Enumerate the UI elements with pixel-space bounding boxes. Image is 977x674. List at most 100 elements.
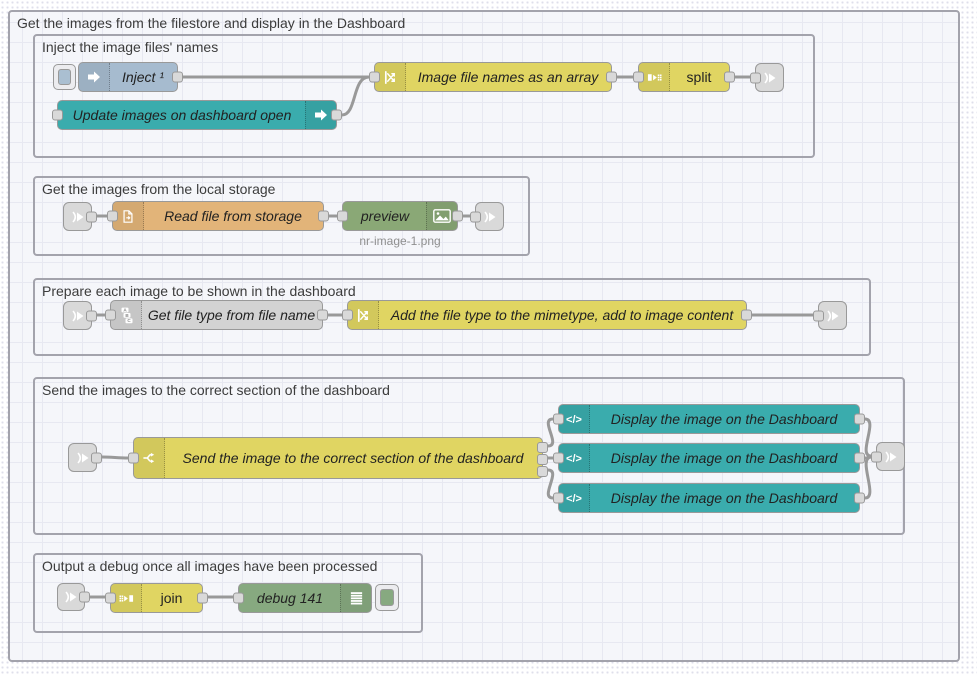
output-port-3[interactable] (537, 466, 548, 477)
wire[interactable] (340, 75, 371, 117)
ui-template-node-3[interactable]: </> Display the image on the Dashboard (553, 483, 865, 513)
node-status-text: nr-image-1.png (359, 234, 441, 248)
filetype-node[interactable]: A B C Get file type from file name (105, 300, 328, 330)
output-port[interactable] (741, 309, 752, 321)
wire[interactable] (100, 455, 130, 460)
output-port[interactable] (452, 210, 463, 222)
input-port[interactable] (813, 310, 824, 321)
switch-node[interactable]: Send the image to the correct section of… (128, 437, 548, 479)
input-port[interactable] (553, 452, 564, 464)
output-port-2[interactable] (537, 454, 548, 465)
link-in-node[interactable] (68, 443, 102, 472)
link-out-node[interactable] (813, 301, 847, 330)
input-port[interactable] (107, 210, 118, 222)
function-node-filenames-label: Image file names as an array (417, 69, 599, 85)
debug-list-icon (340, 584, 371, 612)
output-port[interactable] (724, 71, 735, 83)
group-debug[interactable]: Output a debug once all images have been… (33, 553, 423, 633)
output-port[interactable] (197, 592, 208, 604)
link-out-node[interactable] (750, 63, 784, 92)
input-port[interactable] (233, 592, 244, 604)
output-port[interactable] (79, 591, 90, 603)
ui-template-node-1-label: Display the image on the Dashboard (610, 411, 838, 427)
switch-icon (134, 438, 165, 478)
image-preview-node[interactable]: preview (337, 201, 463, 231)
output-port-1[interactable] (537, 442, 548, 453)
ui-template-node-3-label: Display the image on the Dashboard (610, 490, 838, 506)
output-port[interactable] (86, 211, 97, 222)
join-node[interactable]: join (105, 583, 208, 613)
input-port[interactable] (105, 592, 116, 604)
join-icon (111, 584, 142, 612)
svg-text:</>: </> (566, 414, 582, 426)
link-in-node[interactable] (57, 583, 90, 611)
ui-template-node-2[interactable]: </> Display the image on the Dashboard (553, 443, 865, 473)
output-port[interactable] (331, 109, 342, 121)
link-out-node[interactable] (470, 202, 504, 231)
link-out-node[interactable] (871, 442, 905, 471)
link-in-node[interactable] (63, 301, 97, 330)
group-outer-title: Get the images from the filestore and di… (17, 15, 406, 31)
ui-control-node-label: Update images on dashboard open (72, 107, 292, 123)
svg-text:B: B (125, 312, 129, 317)
output-port[interactable] (854, 492, 865, 504)
input-port[interactable] (337, 210, 348, 222)
wire[interactable] (546, 468, 555, 500)
input-port[interactable] (369, 71, 380, 83)
input-port[interactable] (553, 413, 564, 425)
debug-node[interactable]: debug 141 (233, 583, 372, 613)
inject-node[interactable]: Inject ¹ (78, 62, 183, 92)
output-port[interactable] (91, 452, 102, 463)
split-node[interactable]: split (633, 62, 735, 92)
sort-abc-icon: A B C (111, 301, 142, 329)
group-inject[interactable]: Inject the image files' names (33, 34, 815, 158)
input-port[interactable] (52, 109, 63, 121)
template-icon: </> (559, 484, 590, 512)
file-in-node[interactable]: Read file from storage (107, 201, 329, 231)
output-port[interactable] (854, 452, 865, 464)
output-port[interactable] (606, 71, 617, 83)
function-node-filenames[interactable]: Image file names as an array (369, 62, 617, 92)
function-node-mimetype[interactable]: Add the file type to the mimetype, add t… (342, 300, 752, 330)
group-send-title: Send the images to the correct section o… (42, 382, 390, 398)
input-port[interactable] (105, 309, 116, 321)
group-prepare[interactable]: Prepare each image to be shown in the da… (33, 278, 871, 356)
input-port[interactable] (128, 452, 139, 464)
inject-button[interactable] (53, 64, 76, 90)
output-port[interactable] (172, 71, 183, 83)
input-port[interactable] (553, 492, 564, 504)
join-node-label: join (160, 590, 183, 606)
wire[interactable] (863, 455, 873, 500)
function-node-mimetype-label: Add the file type to the mimetype, add t… (390, 307, 734, 323)
link-out-icon (763, 71, 775, 84)
group-storage[interactable]: Get the images from the local storage (33, 176, 530, 256)
output-port[interactable] (854, 413, 865, 425)
svg-text:</>: </> (566, 493, 582, 505)
link-in-node[interactable] (63, 202, 97, 231)
ui-control-node[interactable]: Update images on dashboard open (52, 100, 342, 130)
filetype-node-label: Get file type from file name (147, 307, 316, 323)
debug-toggle-button[interactable] (375, 584, 399, 611)
input-port[interactable] (342, 309, 353, 321)
output-port[interactable] (86, 310, 97, 321)
wire[interactable] (546, 417, 555, 448)
inject-icon (79, 63, 110, 91)
inject-button-inner (58, 69, 71, 85)
wire[interactable] (863, 417, 873, 458)
input-port[interactable] (871, 451, 882, 462)
ui-template-node-1[interactable]: </> Display the image on the Dashboard (553, 404, 865, 434)
file-in-node-label: Read file from storage (164, 208, 302, 224)
split-icon (639, 63, 670, 91)
link-in-icon (76, 451, 88, 464)
input-port[interactable] (750, 72, 761, 83)
output-port[interactable] (317, 309, 328, 321)
image-icon (426, 202, 457, 230)
debug-node-label: debug 141 (256, 590, 324, 606)
input-port[interactable] (633, 71, 644, 83)
input-port[interactable] (470, 211, 481, 222)
group-storage-title: Get the images from the local storage (42, 181, 276, 197)
svg-text:</>: </> (566, 453, 582, 465)
output-port[interactable] (318, 210, 329, 222)
